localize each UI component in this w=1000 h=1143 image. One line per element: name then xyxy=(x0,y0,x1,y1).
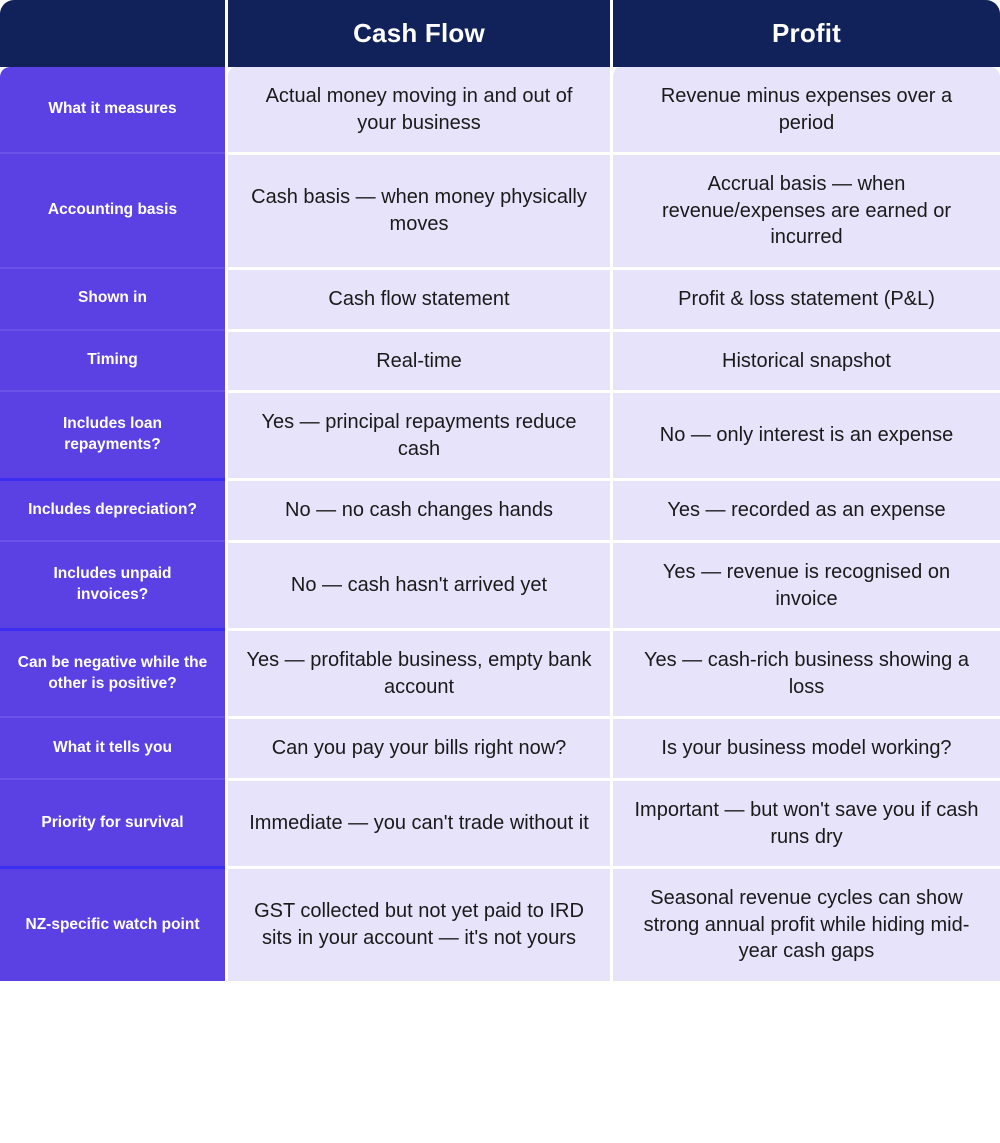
cell-profit: Yes — cash-rich business showing a loss xyxy=(610,628,1000,717)
row-label: What it measures xyxy=(0,67,225,153)
cell-cash-flow: GST collected but not yet paid to IRD si… xyxy=(225,866,610,981)
row-label: Includes unpaid invoices? xyxy=(0,539,225,629)
cell-cash-flow: Immediate — you can't trade without it xyxy=(225,777,610,867)
cell-cash-flow: Yes — principal repayments reduce cash xyxy=(225,390,610,479)
cell-profit: Yes — revenue is recognised on invoice xyxy=(610,539,1000,629)
cell-profit: Yes — recorded as an expense xyxy=(610,478,1000,540)
table-row: Includes unpaid invoices?No — cash hasn'… xyxy=(0,539,1000,629)
cell-profit: No — only interest is an expense xyxy=(610,390,1000,479)
row-label: NZ-specific watch point xyxy=(0,866,225,981)
cell-cash-flow: No — no cash changes hands xyxy=(225,478,610,540)
row-label: Can be negative while the other is posit… xyxy=(0,628,225,717)
row-label: Timing xyxy=(0,328,225,391)
row-label: Includes depreciation? xyxy=(0,478,225,540)
cell-cash-flow: Yes — profitable business, empty bank ac… xyxy=(225,628,610,717)
table-row: Can be negative while the other is posit… xyxy=(0,628,1000,717)
cell-profit: Historical snapshot xyxy=(610,328,1000,391)
row-label: What it tells you xyxy=(0,716,225,778)
cell-cash-flow: Can you pay your bills right now? xyxy=(225,716,610,778)
cell-profit: Revenue minus expenses over a period xyxy=(610,67,1000,153)
cell-profit: Seasonal revenue cycles can show strong … xyxy=(610,866,1000,981)
row-label: Shown in xyxy=(0,266,225,329)
cell-profit: Accrual basis — when revenue/expenses ar… xyxy=(610,152,1000,267)
header-row: Cash Flow Profit xyxy=(0,0,1000,67)
table-row: Includes depreciation?No — no cash chang… xyxy=(0,478,1000,540)
cell-profit: Is your business model working? xyxy=(610,716,1000,778)
cell-profit: Profit & loss statement (P&L) xyxy=(610,266,1000,329)
cell-cash-flow: Cash basis — when money physically moves xyxy=(225,152,610,267)
cell-profit: Important — but won't save you if cash r… xyxy=(610,777,1000,867)
row-label: Includes loan repayments? xyxy=(0,390,225,479)
table-header: Cash Flow Profit xyxy=(0,0,1000,67)
cell-cash-flow: Real-time xyxy=(225,328,610,391)
row-label: Priority for survival xyxy=(0,777,225,867)
row-label: Accounting basis xyxy=(0,152,225,267)
cell-cash-flow: No — cash hasn't arrived yet xyxy=(225,539,610,629)
table-row: Includes loan repayments?Yes — principal… xyxy=(0,390,1000,479)
cell-cash-flow: Cash flow statement xyxy=(225,266,610,329)
header-profit: Profit xyxy=(610,0,1000,67)
header-cash-flow: Cash Flow xyxy=(225,0,610,67)
cell-cash-flow: Actual money moving in and out of your b… xyxy=(225,67,610,153)
header-label-column xyxy=(0,0,225,67)
